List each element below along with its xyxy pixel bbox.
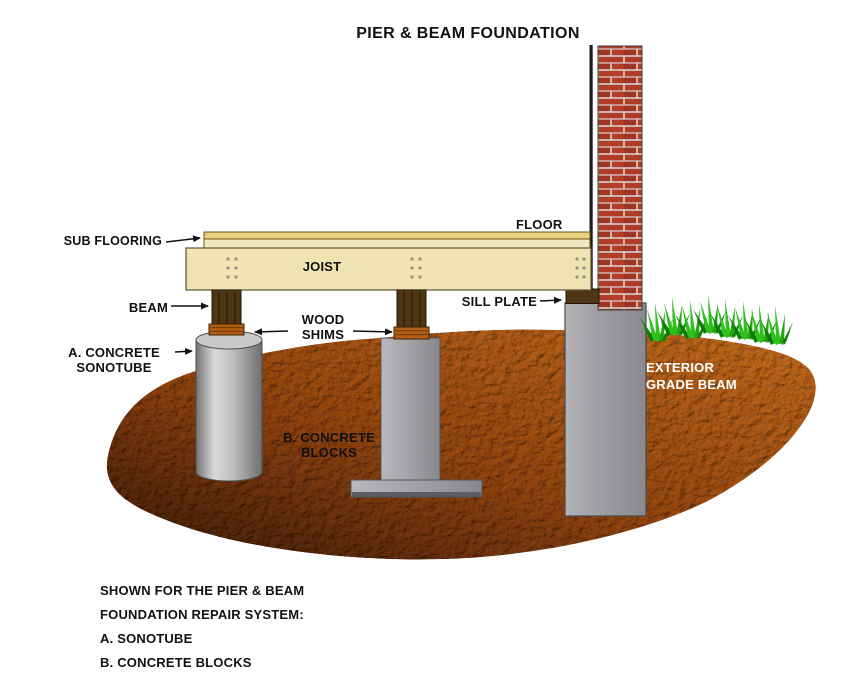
label-concrete-blocks: B. CONCRETE BLOCKS — [276, 430, 382, 460]
label-concrete-sonotube: A. CONCRETE SONOTUBE — [58, 345, 170, 375]
brick-wall — [597, 45, 643, 311]
subfloor-board — [203, 238, 591, 249]
arrow-sill-plate — [539, 296, 562, 304]
center-pier-footing-shadow — [352, 492, 481, 497]
label-wood-shims: WOOD SHIMS — [283, 312, 363, 342]
arrow-wood-shims-left — [254, 328, 289, 336]
diagram-title: PIER & BEAM FOUNDATION — [356, 25, 580, 42]
footnote: SHOWN FOR THE PIER & BEAM FOUNDATION REP… — [100, 579, 304, 675]
pointer-arrows — [165, 235, 562, 355]
label-sill-plate: SILL PLATE — [461, 294, 537, 309]
label-joist: JOIST — [302, 259, 342, 274]
footnote-line3: A. SONOTUBE — [100, 631, 193, 646]
arrow-sub-flooring — [165, 235, 201, 243]
left-wood-shims — [208, 323, 245, 336]
footnote-line2: FOUNDATION REPAIR SYSTEM: — [100, 607, 304, 622]
label-exterior-grade-beam-line2: GRADE BEAM — [646, 376, 737, 392]
wall-interior-line — [589, 45, 593, 291]
label-concrete-sonotube-line1: A. CONCRETE — [68, 345, 160, 360]
arrow-sonotube — [174, 347, 193, 355]
label-floor: FLOOR — [516, 217, 563, 232]
footnote-line4: B. CONCRETE BLOCKS — [100, 655, 252, 670]
arrow-wood-shims-right — [352, 328, 393, 336]
label-sub-flooring: SUB FLOORING — [63, 234, 162, 248]
center-support-post — [396, 289, 427, 330]
left-support-post — [211, 289, 242, 327]
sonotube-pier-body — [195, 339, 263, 482]
grass — [640, 295, 793, 345]
label-exterior-grade-beam-line1: EXTERIOR — [646, 360, 715, 375]
sill-plate-block — [565, 288, 600, 304]
label-concrete-sonotube-line2: SONOTUBE — [76, 360, 152, 375]
label-wood-shims-line2: SHIMS — [301, 327, 345, 342]
label-exterior-grade-beam: EXTERIOR GRADE BEAM — [646, 360, 737, 393]
label-wood-shims-line1: WOOD — [301, 312, 345, 327]
label-concrete-blocks-line1: B. CONCRETE — [283, 430, 375, 445]
label-beam: BEAM — [128, 300, 168, 315]
joist-band — [185, 247, 592, 291]
center-pier-block — [380, 337, 441, 481]
label-concrete-blocks-line2: BLOCKS — [300, 445, 358, 460]
footnote-line1: SHOWN FOR THE PIER & BEAM — [100, 583, 305, 598]
floor-board — [203, 231, 591, 240]
exterior-grade-beam-shape — [564, 302, 647, 517]
joist-fasteners — [226, 257, 586, 279]
center-wood-shims — [393, 326, 430, 340]
